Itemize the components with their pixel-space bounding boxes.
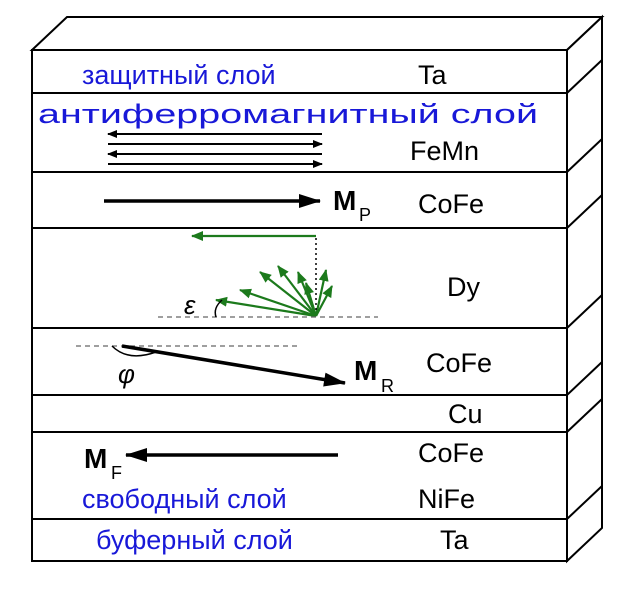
afm-material-label: FeMn [410,136,479,166]
mp-vector-label: M [333,185,356,216]
mr-vector-label: M [354,355,377,386]
free-cofe-material-label: CoFe [418,438,484,468]
epsilon-arc [214,299,223,318]
dy-arrow-right [315,285,333,317]
cu-material-label: Cu [448,399,483,429]
dy-arrow-up-2 [304,282,318,317]
afm-moment-arrows [107,130,323,168]
dy-arrow-mid-left [239,288,317,318]
mp-vector-subscript: P [359,205,371,225]
cap-layer-label: защитный слой [82,60,276,90]
ref-material-label: CoFe [426,348,492,378]
phi-label: φ [118,359,135,389]
mr-arrow [121,344,346,387]
buffer-layer-label: буферный слой [96,525,293,555]
dy-arrow-up-left-2 [277,265,317,317]
free-nife-material-label: NiFe [418,484,475,514]
mf-vector-subscript: F [111,463,122,483]
phi-arc [111,345,157,357]
epsilon-label: ε [184,290,196,320]
mf-vector-label: M [84,443,107,474]
block-outline [29,14,605,564]
free-layer-label: свободный слой [82,484,287,514]
dy-moment-cone [191,231,333,318]
mr-vector-subscript: R [381,376,394,396]
dy-arrow-up-left-1 [259,271,317,317]
pinned-material-label: CoFe [418,189,484,219]
dy-arrow-up-right [314,269,329,317]
cap-material-label: Ta [418,60,448,90]
buffer-material-label: Ta [440,525,470,555]
dy-material-label: Dy [447,272,480,302]
afm-layer-label: антиферромагнитный слой [38,99,538,129]
dy-arrow-low-left [215,296,317,318]
